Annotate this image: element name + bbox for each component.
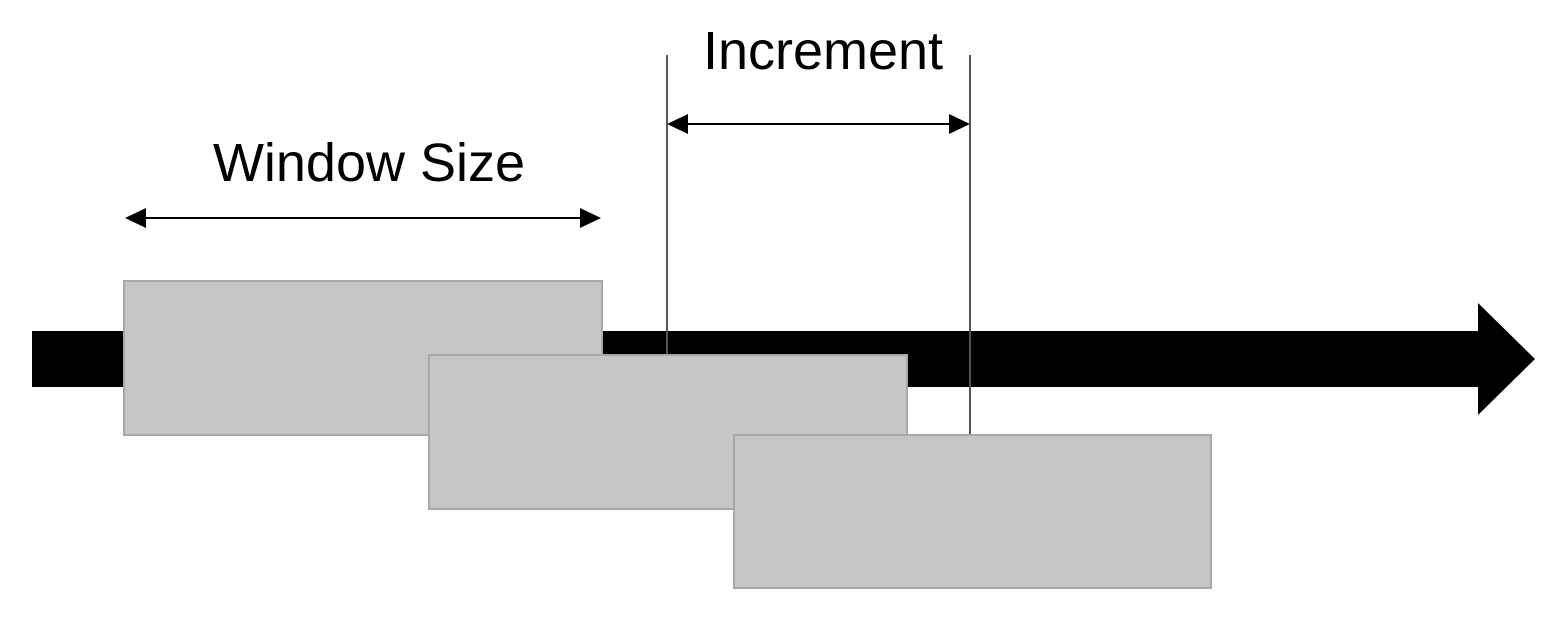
window-size-label: Window Size <box>213 133 525 193</box>
increment-label: Increment <box>703 21 943 81</box>
timeline-arrowhead <box>1478 303 1535 415</box>
increment-arrow-right <box>949 114 970 134</box>
window-size-dimension <box>125 208 601 228</box>
window-size-arrow-left <box>125 208 146 228</box>
increment-dimension <box>667 114 970 134</box>
window-size-arrow-right <box>580 208 601 228</box>
increment-arrow-left <box>667 114 688 134</box>
window-3 <box>733 434 1212 589</box>
